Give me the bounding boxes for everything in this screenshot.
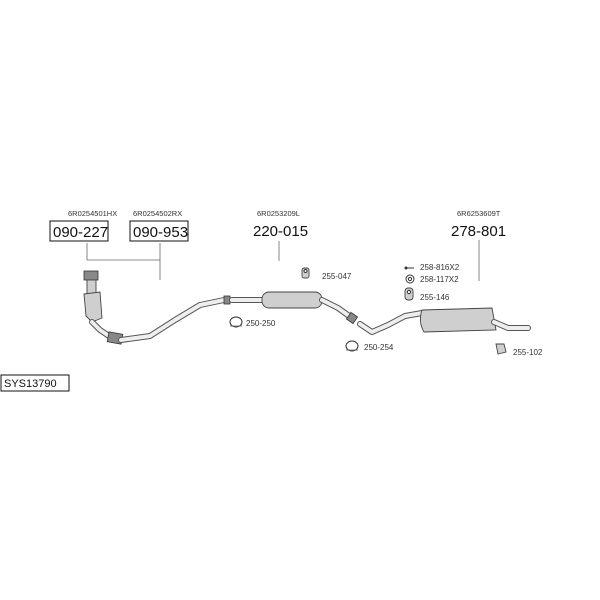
clamp-icon xyxy=(229,316,243,328)
middle-silencer-assembly[interactable] xyxy=(229,291,359,325)
catalytic-converter-assembly[interactable] xyxy=(83,270,231,345)
flange-neck xyxy=(86,279,97,295)
bolt-icon xyxy=(404,266,414,270)
leader-lines xyxy=(86,240,480,281)
rear-silencer-body xyxy=(419,307,497,333)
part-number-rear[interactable]: 278-801 xyxy=(451,223,506,240)
accessory-label[interactable]: 258-816X2 xyxy=(420,263,460,272)
oem-number-cat-front: 6R0254501HX xyxy=(68,209,117,218)
accessory-label[interactable]: 255-146 xyxy=(420,293,450,302)
clamp-icon xyxy=(345,340,359,352)
manifold-flange xyxy=(83,270,99,281)
part-number-box[interactable] xyxy=(129,220,189,242)
middle-silencer-body xyxy=(261,291,323,309)
washer-icon xyxy=(405,274,415,284)
converter-body xyxy=(83,291,103,323)
accessory-label[interactable]: 255-102 xyxy=(513,348,543,357)
oem-number-cat-rear: 6R0254502RX xyxy=(133,209,182,218)
oem-number-middle: 6R0253209L xyxy=(257,209,300,218)
accessory-label[interactable]: 258-117X2 xyxy=(420,275,459,284)
part-number-box[interactable] xyxy=(49,220,109,242)
hanger-icon xyxy=(404,287,414,301)
rear-silencer-assembly[interactable] xyxy=(357,307,531,335)
accessory-label[interactable]: 250-250 xyxy=(246,319,276,328)
part-number-cat-front[interactable]: 090-227 xyxy=(53,224,108,241)
part-number-cat-rear[interactable]: 090-953 xyxy=(133,224,188,241)
accessory-label[interactable]: 250-254 xyxy=(364,343,394,352)
part-number-middle[interactable]: 220-015 xyxy=(253,223,308,240)
system-code-box xyxy=(0,374,70,392)
bracket-icon xyxy=(495,343,507,355)
system-code: SYS13790 xyxy=(4,378,57,390)
hanger-icon xyxy=(301,267,310,279)
accessory-label[interactable]: 255-047 xyxy=(322,272,352,281)
pipe-joint-rear xyxy=(345,311,359,325)
oem-number-rear: 6R6253609T xyxy=(457,209,501,218)
